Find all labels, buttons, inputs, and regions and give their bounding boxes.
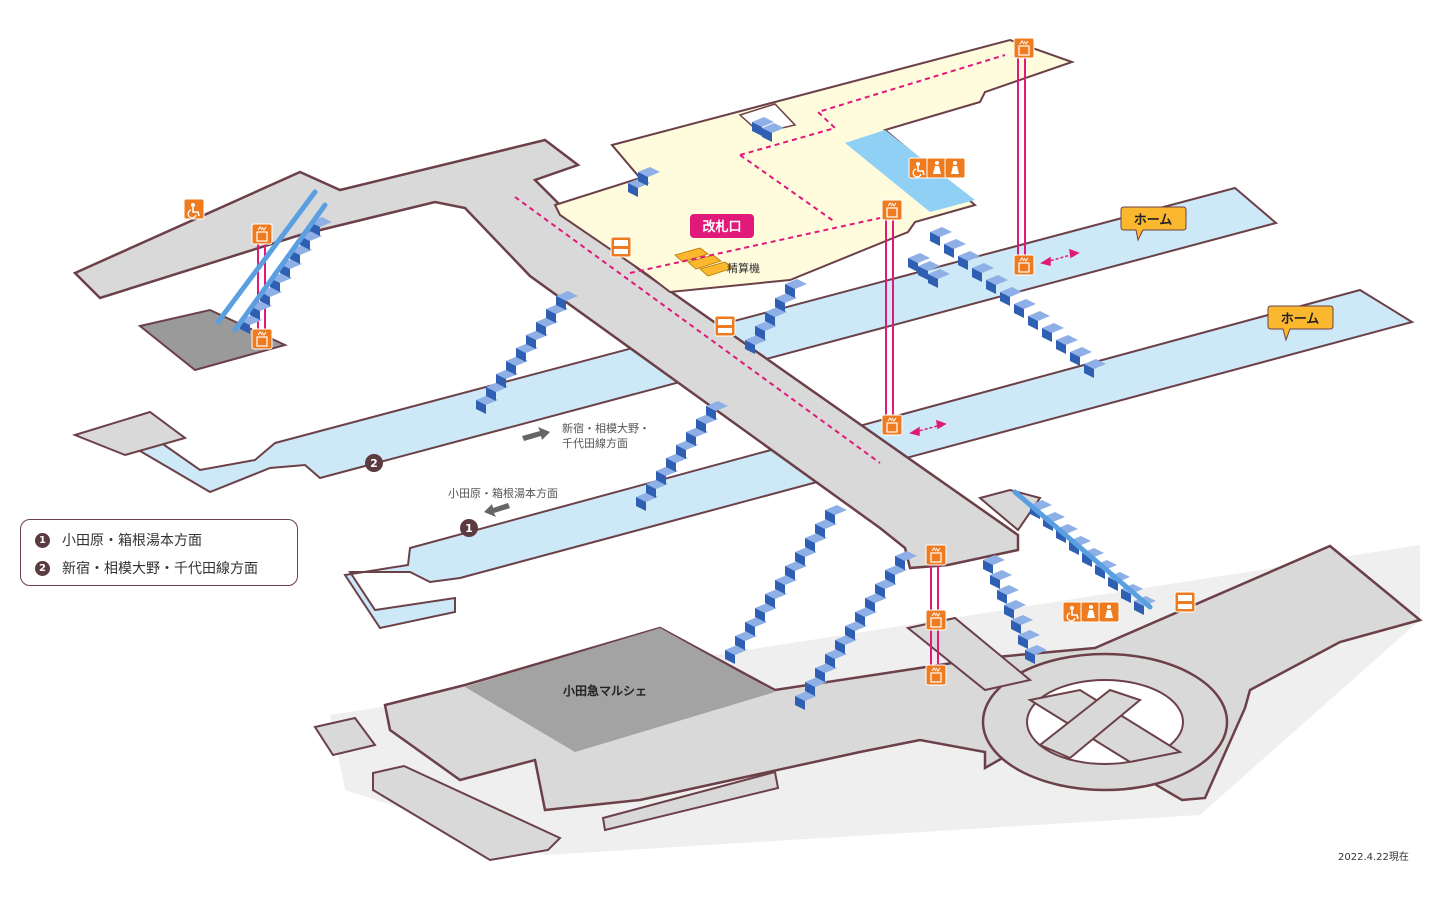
- platform-number-1: 1: [465, 522, 473, 535]
- platform-number-2: 2: [370, 457, 378, 470]
- legend-number: 2: [35, 560, 50, 576]
- transfer-arrow-icon: [909, 248, 1080, 436]
- gate-label-box: [690, 214, 754, 238]
- elevator-icon[interactable]: [881, 414, 903, 436]
- legend-text: 新宿・相模大野・千代田線方面: [62, 561, 258, 577]
- legend-item: 2 新宿・相模大野・千代田線方面: [35, 554, 297, 582]
- elevator-icon[interactable]: [1013, 37, 1035, 59]
- dir-odawara-label: 小田原・箱根湯本方面: [448, 486, 558, 500]
- elevator-icon[interactable]: [251, 328, 273, 350]
- street-piece-b: [372, 764, 562, 862]
- wheelchair-icon[interactable]: [908, 157, 930, 179]
- date-stamp: 2022.4.22現在: [1338, 852, 1409, 863]
- restroom-icon[interactable]: [1098, 601, 1120, 623]
- fare-machines: [674, 247, 734, 277]
- home-callout-1: ホーム: [1120, 206, 1187, 242]
- home-label-1: ホーム: [1134, 213, 1173, 228]
- upper-concourse: [72, 138, 1020, 570]
- tactile-map-icon[interactable]: [1174, 591, 1196, 613]
- elevator-icon[interactable]: [925, 664, 947, 686]
- home-label-2: ホーム: [1281, 312, 1320, 327]
- route-dashed: [514, 54, 1006, 464]
- platform-marker-2: [365, 454, 383, 472]
- legend-number: 1: [35, 532, 50, 548]
- elevator-icon[interactable]: [1013, 254, 1035, 276]
- gate-area: [553, 38, 1076, 294]
- arrow-icon: [484, 503, 510, 517]
- arrow-icon: [522, 427, 550, 441]
- marche-label: 小田急マルシェ: [563, 683, 647, 698]
- tactile-map-icon[interactable]: [714, 315, 736, 337]
- marche-floor: [465, 628, 775, 752]
- wheelchair-icon[interactable]: [1062, 601, 1084, 623]
- west-landing: [137, 308, 288, 372]
- elevator-icon[interactable]: [251, 223, 273, 245]
- tactile-map-icon[interactable]: [610, 236, 632, 258]
- platform-left-gray: [71, 410, 188, 457]
- dir-shinjuku-label-2: 千代田線方面: [562, 436, 628, 450]
- legend-text: 小田原・箱根湯本方面: [62, 533, 202, 549]
- restroom-icon[interactable]: [926, 157, 948, 179]
- restroom-icon[interactable]: [1080, 601, 1102, 623]
- legend: 1 小田原・箱根湯本方面 2 新宿・相模大野・千代田線方面: [20, 519, 298, 586]
- fare-adjust-label: 精算機: [727, 261, 760, 275]
- street-piece-c: [601, 770, 780, 832]
- elevator-icon[interactable]: [925, 544, 947, 566]
- platform-marker-1: [460, 519, 478, 537]
- gate-label: 改札口: [702, 219, 741, 235]
- elevator-icon[interactable]: [881, 199, 903, 221]
- restroom-icon[interactable]: [944, 157, 966, 179]
- wheelchair-icon[interactable]: [183, 198, 205, 220]
- escalator-rails: [215, 189, 1153, 610]
- dir-shinjuku-label-1: 新宿・相模大野・: [562, 421, 650, 435]
- street-piece-a: [313, 716, 377, 757]
- elevator-icon[interactable]: [925, 609, 947, 631]
- home-callout-2: ホーム: [1267, 305, 1334, 342]
- legend-item: 1 小田原・箱根湯本方面: [35, 526, 297, 554]
